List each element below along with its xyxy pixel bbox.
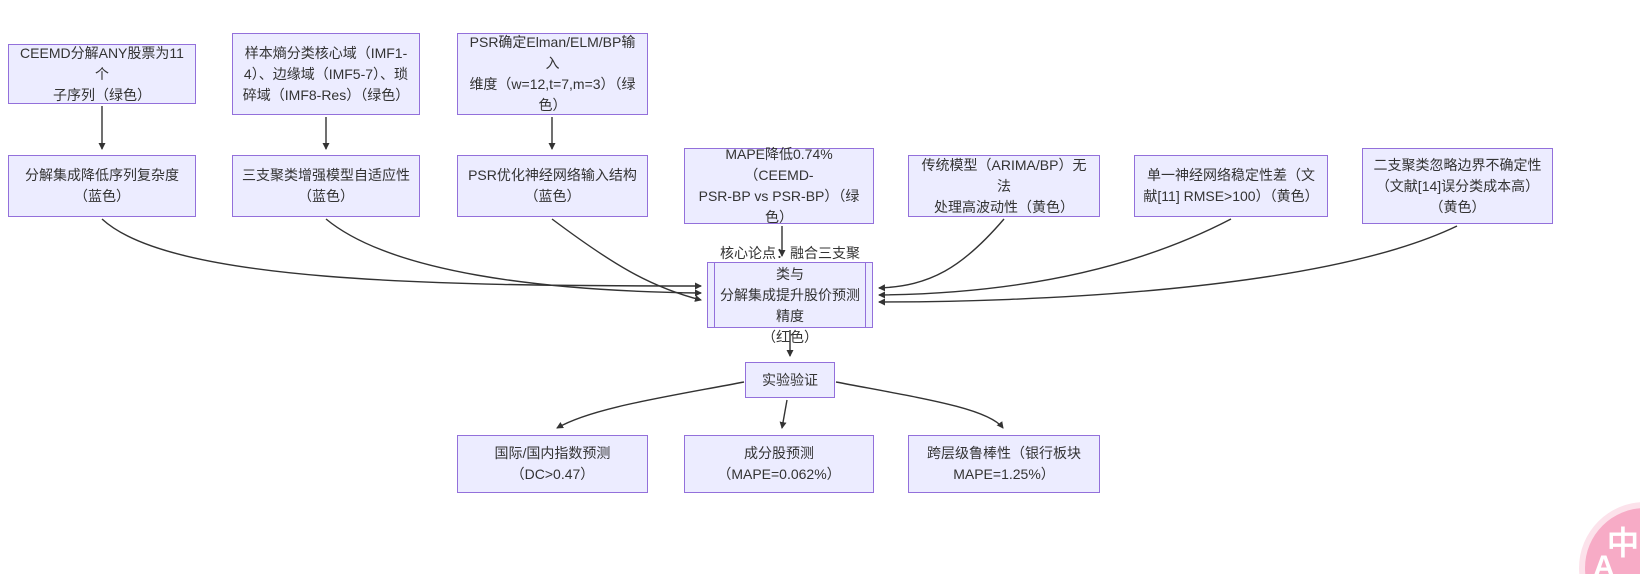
edge-d-e1 xyxy=(556,381,745,429)
node-label: 传统模型（ARIMA/BP）无法 处理高波动性（黄色） xyxy=(921,156,1087,215)
edge-b3-c xyxy=(551,218,702,302)
node-label: 三支聚类增强模型自适应性 （蓝色） xyxy=(242,167,410,204)
node-label: 成分股预测 （MAPE=0.062%） xyxy=(717,445,841,482)
node-ceemd-decomposition: CEEMD分解ANY股票为11个 子序列（绿色） xyxy=(8,44,196,104)
edge-b5-c xyxy=(878,218,1005,292)
node-three-way-clustering-adaptivity: 三支聚类增强模型自适应性 （蓝色） xyxy=(232,155,420,217)
node-label: 样本熵分类核心域（IMF1- 4）、边缘域（IMF5-7）、琐 碎域（IMF8-… xyxy=(242,44,410,103)
node-index-prediction: 国际/国内指数预测 （DC>0.47） xyxy=(457,435,648,493)
node-label: PSR优化神经网络输入结构 （蓝色） xyxy=(468,167,637,204)
edge-b1-c xyxy=(101,218,702,290)
edge-b7-c xyxy=(878,225,1458,306)
translate-badge-zh-label: 中 xyxy=(1607,525,1640,561)
edge-d-e3 xyxy=(835,381,1004,429)
node-constituent-stock-prediction: 成分股预测 （MAPE=0.062%） xyxy=(684,435,874,493)
node-single-network-instability: 单一神经网络稳定性差（文 献[11] RMSE>100）（黄色） xyxy=(1134,155,1328,217)
node-mape-reduction: MAPE降低0.74%（CEEMD- PSR-BP vs PSR-BP）（绿 色… xyxy=(684,146,874,225)
node-traditional-model-limitation: 传统模型（ARIMA/BP）无法 处理高波动性（黄色） xyxy=(908,155,1100,217)
node-core-thesis: 核心论点：融合三支聚类与 分解集成提升股价预测精度 （红色） xyxy=(707,245,873,345)
edge-d-e2 xyxy=(779,399,788,429)
node-decomposition-reduces-complexity: 分解集成降低序列复杂度 （蓝色） xyxy=(8,155,196,217)
edge-b2-c xyxy=(325,218,702,297)
translate-badge-en-label: A xyxy=(1593,550,1615,574)
node-label: 单一神经网络稳定性差（文 献[11] RMSE>100）（黄色） xyxy=(1143,167,1319,204)
node-label: MAPE降低0.74%（CEEMD- PSR-BP vs PSR-BP）（绿 色… xyxy=(698,146,860,225)
node-two-way-clustering-limitation: 二支聚类忽略边界不确定性 （文献[14]误分类成本高） （黄色） xyxy=(1362,148,1553,224)
node-psr-optimizes-input-structure: PSR优化神经网络输入结构 （蓝色） xyxy=(457,155,648,217)
node-label: CEEMD分解ANY股票为11个 子序列（绿色） xyxy=(20,44,184,103)
node-label: 核心论点：融合三支聚类与 分解集成提升股价预测精度 （红色） xyxy=(720,244,860,345)
node-label: 实验验证 xyxy=(762,371,818,388)
node-sample-entropy-classification: 样本熵分类核心域（IMF1- 4）、边缘域（IMF5-7）、琐 碎域（IMF8-… xyxy=(232,33,420,115)
node-label: 二支聚类忽略边界不确定性 （文献[14]误分类成本高） （黄色） xyxy=(1373,156,1542,215)
node-label: 跨层级鲁棒性（银行板块 MAPE=1.25%） xyxy=(927,445,1081,482)
edge-b6-c xyxy=(878,218,1232,299)
node-experiment-validation: 实验验证 xyxy=(745,362,835,398)
node-cross-level-robustness: 跨层级鲁棒性（银行板块 MAPE=1.25%） xyxy=(908,435,1100,493)
node-label: 分解集成降低序列复杂度 （蓝色） xyxy=(25,167,179,204)
node-psr-input-dimension: PSR确定Elman/ELM/BP输入 维度（w=12,t=7,m=3）（绿 色… xyxy=(457,33,648,115)
node-label: 国际/国内指数预测 （DC>0.47） xyxy=(494,445,611,482)
node-label: PSR确定Elman/ELM/BP输入 维度（w=12,t=7,m=3）（绿 色… xyxy=(469,34,636,113)
translate-badge-button[interactable]: 中 A xyxy=(1585,508,1640,574)
